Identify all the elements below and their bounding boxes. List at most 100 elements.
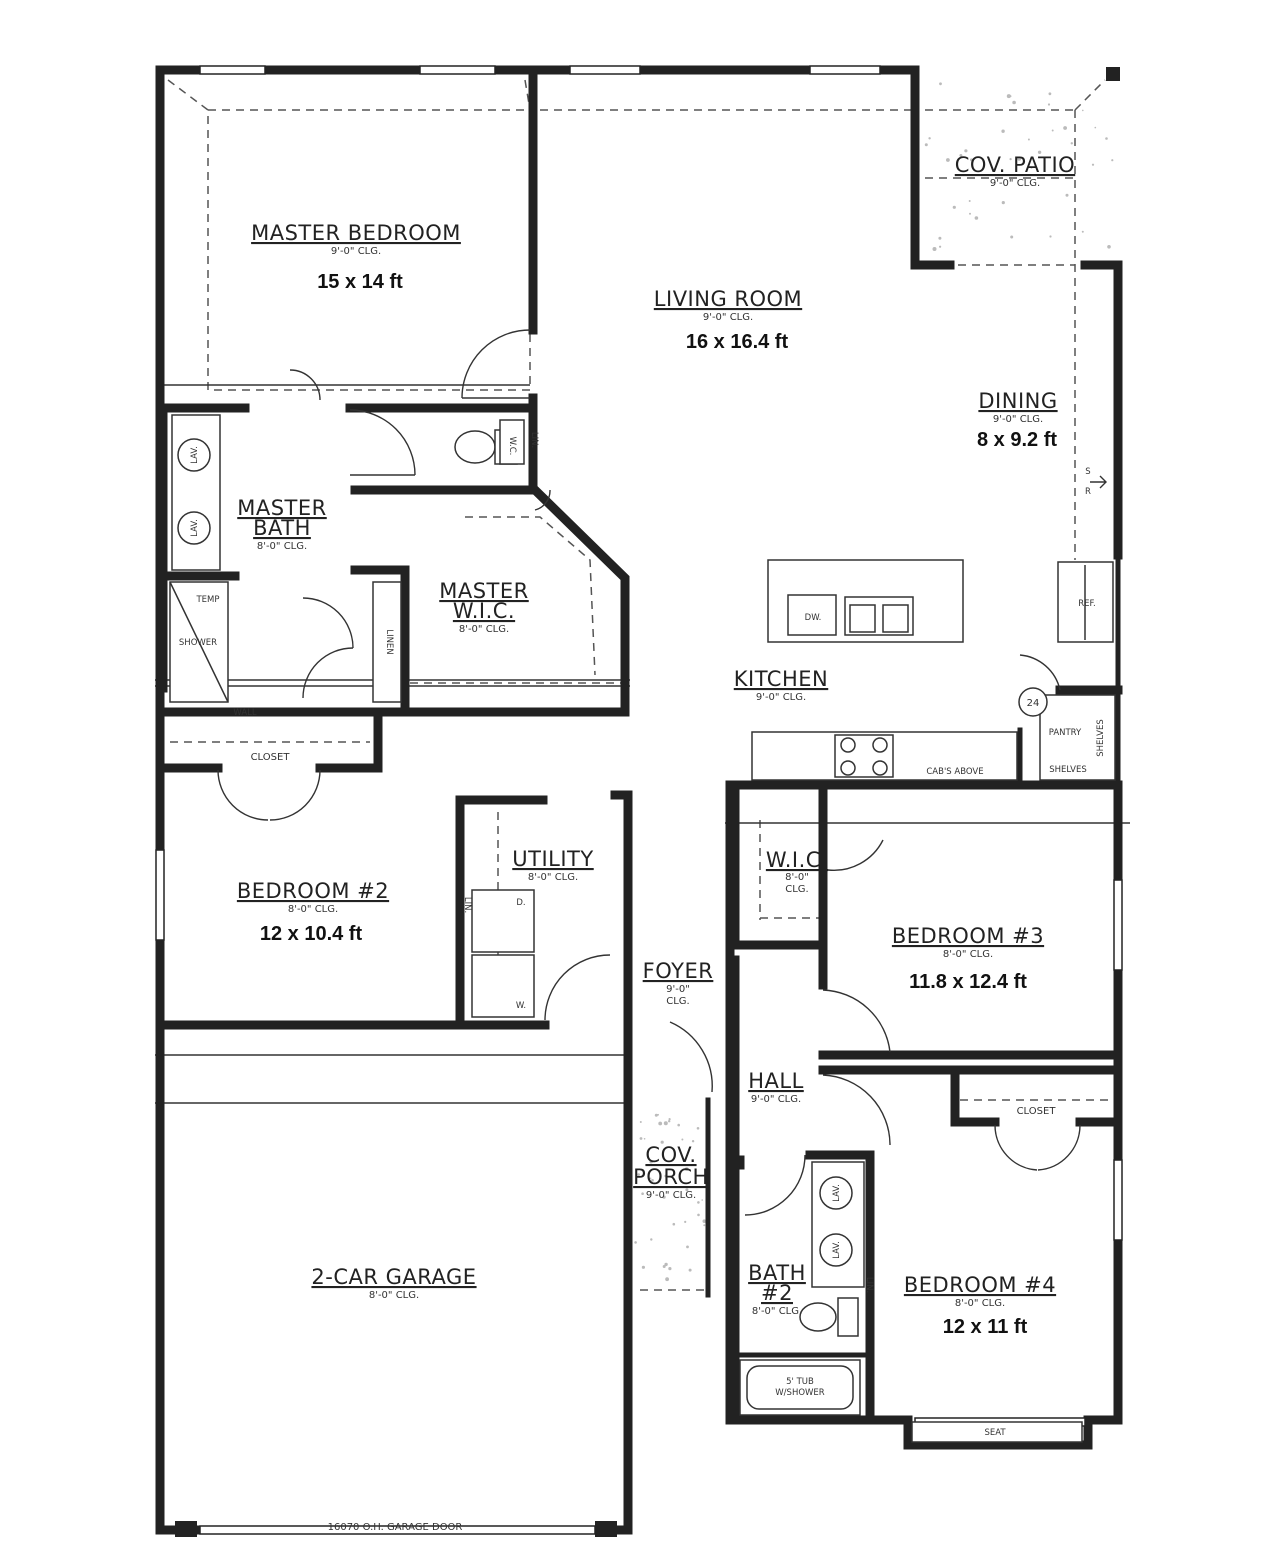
tub-label-1: 5' TUB: [786, 1377, 814, 1387]
concrete-speck: [952, 205, 956, 209]
room-wic: W.I.C. 8'-0" CLG.: [766, 848, 828, 895]
master-bath-clg: 8'-0" CLG.: [257, 541, 307, 552]
concrete-speck: [677, 1123, 680, 1127]
bedroom3-dims: 11.8 x 12.4 ft: [909, 971, 1027, 993]
garage-name: 2-CAR GARAGE: [311, 1265, 476, 1289]
bedroom2-name: BEDROOM #2: [237, 879, 389, 903]
concrete-speck: [639, 1137, 643, 1140]
concrete-speck: [657, 1113, 659, 1116]
concrete-speck: [634, 1241, 637, 1244]
ceiling-dashed-lines: [167, 79, 1110, 1291]
concrete-speck: [1107, 245, 1111, 249]
shelves-label-1: SHELVES: [1049, 765, 1087, 775]
concrete-speck: [651, 1179, 654, 1182]
concrete-speck: [684, 1220, 687, 1223]
windows: [155, 65, 1123, 1535]
bedroom2-dims: 12 x 10.4 ft: [260, 923, 363, 945]
lin-label-util: LIN.: [462, 897, 472, 913]
room-kitchen: KITCHEN 9'-0" CLG.: [734, 667, 828, 703]
concrete-speck: [1091, 163, 1095, 166]
concrete-speck: [1105, 137, 1108, 140]
cov-porch-name-2: PORCH: [633, 1165, 709, 1189]
utility-name: UTILITY: [512, 847, 593, 871]
concrete-speck: [1006, 94, 1011, 99]
concrete-speck: [1048, 92, 1052, 96]
concrete-speck: [959, 154, 963, 157]
door-swings: [217, 329, 1081, 1216]
concrete-speck: [1094, 126, 1097, 129]
concrete-speck: [946, 158, 950, 162]
room-master-bedroom: MASTER BEDROOM 9'-0" CLG. 15 x 14 ft: [251, 221, 460, 293]
living-room-name: LIVING ROOM: [654, 287, 802, 311]
bath2-lav-1: LAV.: [832, 1184, 842, 1202]
concrete-speck: [970, 158, 973, 162]
master-bedroom-clg: 9'-0" CLG.: [331, 246, 381, 257]
wc-label: W.C.: [507, 437, 517, 456]
bath2-name-1: BATH: [748, 1261, 806, 1285]
concrete-speck: [939, 245, 942, 248]
bedroom4-name: BEDROOM #4: [904, 1273, 1056, 1297]
room-cov-patio: COV. PATIO 9'-0" CLG.: [955, 153, 1075, 189]
concrete-speck: [968, 200, 971, 202]
linen-label: LINEN: [384, 629, 394, 654]
concrete-speck: [688, 1268, 692, 1272]
pantry-label: PANTRY: [1049, 728, 1082, 738]
master-bath-name-2: BATH: [253, 516, 311, 540]
closet-b2-label: CLOSET: [251, 752, 291, 763]
dryer-label: D.: [516, 898, 525, 908]
master-wic-name-2: W.I.C.: [453, 599, 515, 623]
bedroom2-clg: 8'-0" CLG.: [288, 904, 338, 915]
shower-label: SHOWER: [179, 638, 217, 648]
hall-name: HALL: [748, 1069, 804, 1093]
shelves-label-2: SHELVES: [1096, 719, 1106, 757]
lin-label-mb: LIN.: [529, 432, 539, 448]
concrete-speck: [1010, 235, 1014, 239]
concrete-speck: [1051, 129, 1054, 132]
concrete-speck: [1001, 129, 1005, 133]
cov-porch-clg: 9'-0" CLG.: [646, 1190, 696, 1201]
cabs-above-label: CAB'S ABOVE: [926, 767, 983, 777]
concrete-speck: [681, 1138, 684, 1141]
concrete-speck: [671, 1164, 673, 1166]
room-cov-porch: COV. PORCH 9'-0" CLG.: [633, 1143, 709, 1201]
dining-clg: 9'-0" CLG.: [993, 414, 1043, 425]
room-bedroom-2: BEDROOM #2 8'-0" CLG. 12 x 10.4 ft: [237, 879, 389, 945]
wic-clg-2: CLG.: [785, 884, 808, 895]
bath2-lav-2: LAV.: [832, 1241, 842, 1259]
room-bedroom-3: BEDROOM #3 8'-0" CLG. 11.8 x 12.4 ft: [892, 924, 1044, 993]
foyer-clg-1: 9'-0": [666, 984, 690, 995]
sr-r-label: R: [1085, 487, 1091, 497]
concrete-speck: [662, 1265, 666, 1268]
wall-label: WALL: [233, 708, 256, 718]
dw-label: DW.: [805, 613, 822, 623]
concrete-speck: [974, 216, 979, 220]
garage-clg: 8'-0" CLG.: [369, 1290, 419, 1301]
concrete-speck: [641, 1192, 644, 1195]
master-wic-clg: 8'-0" CLG.: [459, 624, 509, 635]
concrete-speck: [691, 1140, 695, 1143]
concrete-speck: [685, 1188, 689, 1192]
concrete-speck: [660, 1140, 664, 1144]
concrete-speck: [650, 1238, 653, 1241]
concrete-speck: [1049, 235, 1052, 238]
hall-clg: 9'-0" CLG.: [751, 1094, 801, 1105]
bath2-clg: 8'-0" CLG.: [752, 1306, 802, 1317]
room-bedroom-4: BEDROOM #4 8'-0" CLG. 12 x 11 ft: [904, 1273, 1056, 1338]
concrete-speck: [684, 1167, 689, 1171]
room-garage: 2-CAR GARAGE 8'-0" CLG.: [311, 1265, 476, 1301]
concrete-speck: [668, 1120, 671, 1123]
concrete-speck: [665, 1277, 669, 1282]
wic-clg-1: 8'-0": [785, 872, 809, 883]
concrete-speck: [702, 1219, 707, 1223]
concrete-speck: [924, 143, 928, 147]
dining-name: DINING: [978, 389, 1057, 413]
concrete-speck: [969, 212, 971, 215]
fixture-labels: LAV. LAV. W.C. LIN. LINEN TEMP SHOWER WA…: [179, 432, 1107, 1533]
cov-patio-name: COV. PATIO: [955, 153, 1075, 177]
bedroom3-name: BEDROOM #3: [892, 924, 1044, 948]
concrete-speck: [663, 1121, 668, 1126]
concrete-speck: [1009, 158, 1012, 161]
bedroom4-dims: 12 x 11 ft: [943, 1316, 1028, 1338]
walls: [155, 65, 1123, 1535]
closet-b4-label: CLOSET: [1017, 1106, 1057, 1117]
